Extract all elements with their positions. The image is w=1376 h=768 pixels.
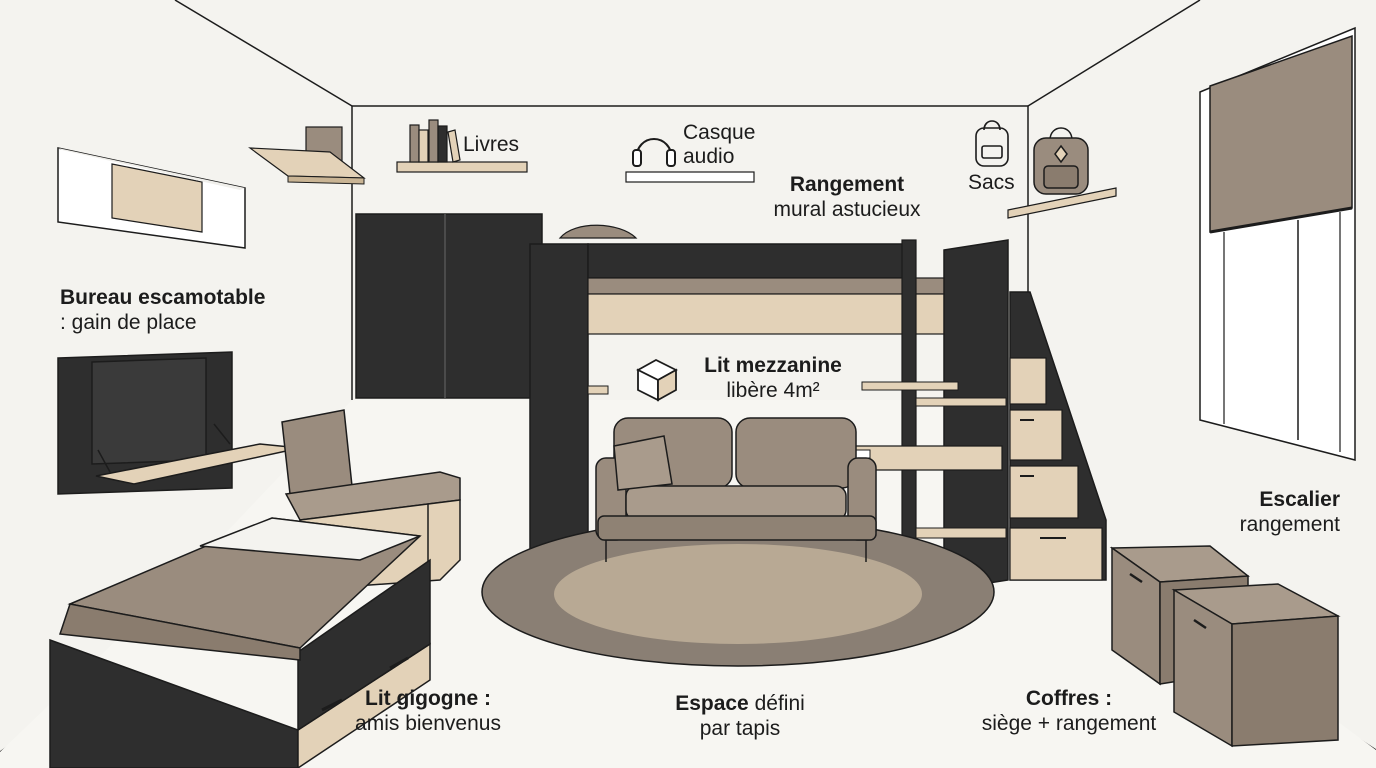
label-mezzanine: Lit mezzanine libère 4m² [690,353,856,403]
storage-chests [1109,545,1341,748]
label-espace-desc: par tapis [699,717,781,740]
label-livres-text: Livres [463,133,520,156]
label-gigogne-title: Lit gigogne : [365,687,491,710]
trundle-bed [49,517,431,768]
label-escalier-desc: rangement [1239,513,1340,536]
mezzanine-bed [529,224,1009,591]
label-escalier-title: Escalier [1259,488,1340,511]
sofa [595,417,877,562]
label-casque: Casque audio [683,121,755,169]
left-wall-shelf [248,126,366,185]
rug-inner [554,544,922,644]
label-rangement: Rangement mural astucieux [752,172,942,222]
wall-cabinets-dark [355,213,543,399]
backpack-icon [1033,127,1089,195]
headphones-icon [632,138,676,167]
label-coffres-title: Coffres : [1025,687,1113,710]
label-coffres: Coffres : siège + rangement [960,686,1178,736]
label-sacs-text: Sacs [968,171,1015,194]
label-rangement-desc: mural astucieux [773,198,921,221]
books-icon [409,119,461,163]
label-espace: Espace défini par tapis [650,691,830,741]
label-bureau-desc: : gain de place [60,311,197,334]
window [1199,26,1356,461]
wall-cabinet [57,147,246,249]
backpack-shelf [975,120,1117,219]
label-espace-mid: défini [748,692,805,715]
fold-desk [57,351,301,495]
label-gigogne-desc: amis bienvenus [355,712,501,735]
books-shelf [396,119,528,173]
storage-staircase [1009,291,1107,581]
label-coffres-desc: siège + rangement [981,712,1157,735]
label-escalier: Escalier rangement [1200,487,1340,537]
label-rangement-title: Rangement [789,173,905,196]
label-sacs: Sacs [968,170,1015,195]
label-mezzanine-title: Lit mezzanine [704,354,842,377]
label-bureau: Bureau escamotable : gain de place [60,285,265,335]
label-mezzanine-desc: libère 4m² [726,379,820,402]
label-bureau-title: Bureau escamotable [60,286,266,309]
label-gigogne: Lit gigogne : amis bienvenus [330,686,526,736]
label-casque-line1: Casque [683,121,756,144]
label-livres: Livres [463,132,519,157]
label-casque-line2: audio [683,145,735,168]
box-icon [636,358,678,402]
bag-outline-icon [975,120,1009,167]
headphones-shelf [625,138,755,183]
label-espace-title: Espace [675,692,749,715]
